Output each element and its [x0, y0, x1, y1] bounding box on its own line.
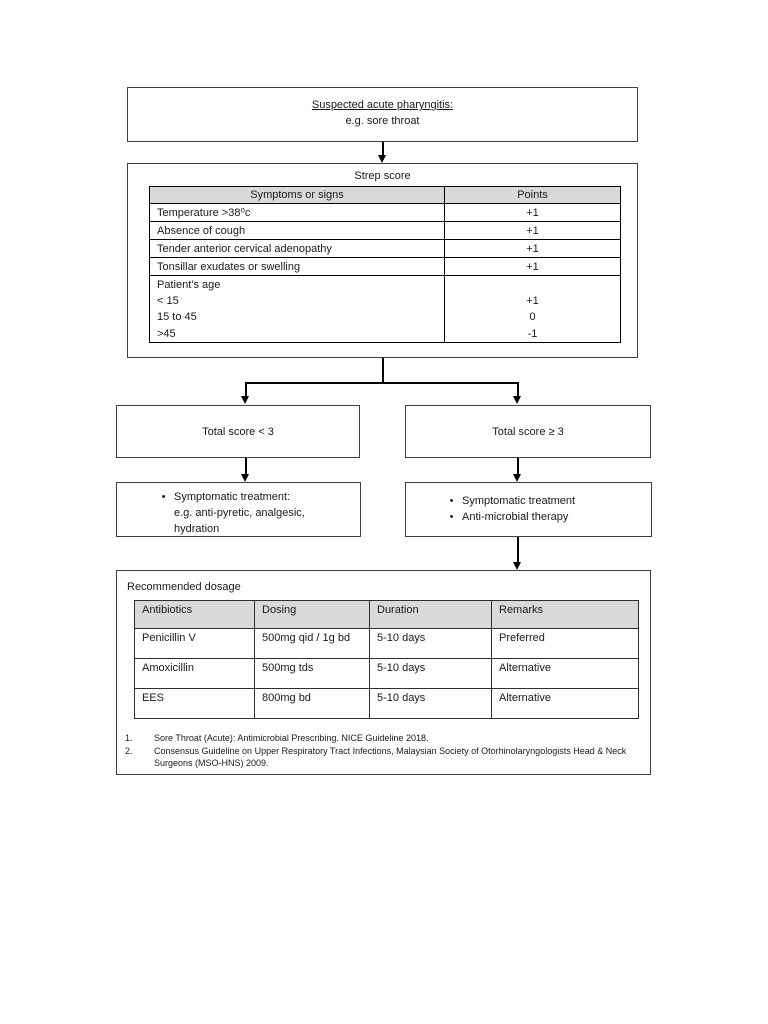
connector-treatment-dosage: [517, 537, 519, 563]
reference-text: Consensus Guideline on Upper Respiratory…: [154, 745, 627, 769]
bullet-icon: •: [449, 511, 454, 523]
age-points-spacer: [445, 277, 620, 293]
age-option: < 15: [157, 295, 179, 308]
dosing-cell: 500mg tds: [254, 658, 370, 689]
points-cell: +1: [444, 221, 621, 240]
arrowhead-start-strep: [378, 155, 386, 163]
strep-score-title: Strep score: [354, 170, 411, 182]
age-points: 0: [529, 311, 536, 324]
reference-number: 1.: [125, 733, 133, 743]
connector-high-treatment: [517, 458, 519, 475]
dosage-table: Antibiotics Dosing Duration Remarks Peni…: [134, 600, 639, 719]
remarks-cell: Alternative: [491, 658, 639, 689]
age-option: 15 to 45: [157, 311, 197, 324]
duration-cell: 5-10 days: [369, 688, 492, 719]
bullet-icon: •: [449, 495, 454, 507]
arrowhead-low-treatment: [241, 474, 249, 482]
strep-row-adenopathy: Tender anterior cervical adenopathy +1: [149, 239, 621, 258]
reference-item: 2. Consensus Guideline on Upper Respirat…: [125, 745, 629, 770]
symptomatic-treatment-box: • Symptomatic treatment: e.g. anti-pyret…: [116, 482, 361, 537]
strep-col-points: Points: [444, 186, 621, 204]
connector-strep-stem: [382, 358, 384, 384]
treatment-line: Symptomatic treatment:: [174, 491, 291, 503]
connector-right-branch: [517, 382, 519, 397]
symptom-cell: Temperature >38⁰c: [149, 203, 445, 222]
arrowhead-left-branch: [241, 396, 249, 404]
duration-cell: 5-10 days: [369, 628, 492, 659]
start-box-title: Suspected acute pharyngitis:: [311, 99, 454, 111]
strep-table-header-row: Symptoms or signs Points: [149, 186, 621, 204]
points-cell: +1: [444, 257, 621, 276]
points-cell: +1: [444, 239, 621, 258]
treatment-line: hydration: [174, 523, 220, 535]
age-symptom-cell: Patient’s age < 15 15 to 45 >45: [149, 275, 445, 343]
reference-item: 1. Sore Throat (Acute): Antimicrobial Pr…: [125, 732, 629, 745]
strep-score-box: Strep score Symptoms or signs Points Tem…: [127, 163, 638, 358]
dosing-cell: 500mg qid / 1g bd: [254, 628, 370, 659]
remarks-cell: Preferred: [491, 628, 639, 659]
arrowhead-right-branch: [513, 396, 521, 404]
treatment-item: Symptomatic treatment: [462, 495, 576, 507]
antimicrobial-treatment-box: • Symptomatic treatment • Anti-microbial…: [405, 482, 652, 537]
strep-score-table: Symptoms or signs Points Temperature >38…: [149, 186, 621, 343]
dosage-col-duration: Duration: [369, 600, 492, 629]
start-box-subtitle: e.g. sore throat: [345, 115, 420, 127]
dosage-col-remarks: Remarks: [491, 600, 639, 629]
total-score-low-box: Total score < 3: [116, 405, 360, 458]
antibiotic-cell: EES: [134, 688, 255, 719]
age-label: Patient’s age: [157, 279, 221, 291]
total-score-high-box: Total score ≥ 3: [405, 405, 651, 458]
dosage-row-ees: EES 800mg bd 5-10 days Alternative: [134, 688, 639, 719]
antibiotic-cell: Amoxicillin: [134, 658, 255, 689]
dosage-col-antibiotics: Antibiotics: [134, 600, 255, 629]
bullet-icon: •: [161, 491, 166, 503]
arrowhead-high-treatment: [513, 474, 521, 482]
symptom-cell: Tonsillar exudates or swelling: [149, 257, 445, 276]
treatment-line: e.g. anti-pyretic, analgesic,: [174, 507, 305, 519]
total-score-high-label: Total score ≥ 3: [492, 425, 564, 438]
age-points: +1: [526, 295, 539, 308]
symptom-cell: Absence of cough: [149, 221, 445, 240]
remarks-cell: Alternative: [491, 688, 639, 719]
age-points-cell: +1 0 -1: [444, 275, 621, 343]
age-points: -1: [527, 327, 538, 340]
total-score-low-label: Total score < 3: [202, 425, 274, 438]
symptom-cell: Tender anterior cervical adenopathy: [149, 239, 445, 258]
connector-low-treatment: [245, 458, 247, 475]
strep-row-exudates: Tonsillar exudates or swelling +1: [149, 257, 621, 276]
dosage-row-penicillin: Penicillin V 500mg qid / 1g bd 5-10 days…: [134, 628, 639, 659]
dosage-header-row: Antibiotics Dosing Duration Remarks: [134, 600, 639, 629]
strep-row-cough: Absence of cough +1: [149, 221, 621, 240]
age-option: >45: [157, 327, 176, 340]
strep-row-age: Patient’s age < 15 15 to 45 >45 +1 0 -1: [149, 275, 621, 343]
references-list: 1. Sore Throat (Acute): Antimicrobial Pr…: [125, 732, 629, 770]
arrowhead-treatment-dosage: [513, 562, 521, 570]
strep-col-symptoms: Symptoms or signs: [149, 186, 445, 204]
dosage-row-amoxicillin: Amoxicillin 500mg tds 5-10 days Alternat…: [134, 658, 639, 689]
antibiotic-cell: Penicillin V: [134, 628, 255, 659]
start-box: Suspected acute pharyngitis: e.g. sore t…: [127, 87, 638, 142]
treatment-item: Anti-microbial therapy: [462, 511, 569, 523]
strep-row-temperature: Temperature >38⁰c +1: [149, 203, 621, 222]
reference-text: Sore Throat (Acute): Antimicrobial Presc…: [154, 733, 429, 743]
connector-branch-bar: [246, 382, 519, 384]
dosage-title: Recommended dosage: [127, 581, 241, 593]
dosing-cell: 800mg bd: [254, 688, 370, 719]
duration-cell: 5-10 days: [369, 658, 492, 689]
reference-number: 2.: [125, 745, 133, 756]
connector-left-branch: [245, 382, 247, 397]
points-cell: +1: [444, 203, 621, 222]
dosage-col-dosing: Dosing: [254, 600, 370, 629]
connector-start-strep: [382, 142, 384, 156]
recommended-dosage-box: Recommended dosage Antibiotics Dosing Du…: [116, 570, 651, 775]
